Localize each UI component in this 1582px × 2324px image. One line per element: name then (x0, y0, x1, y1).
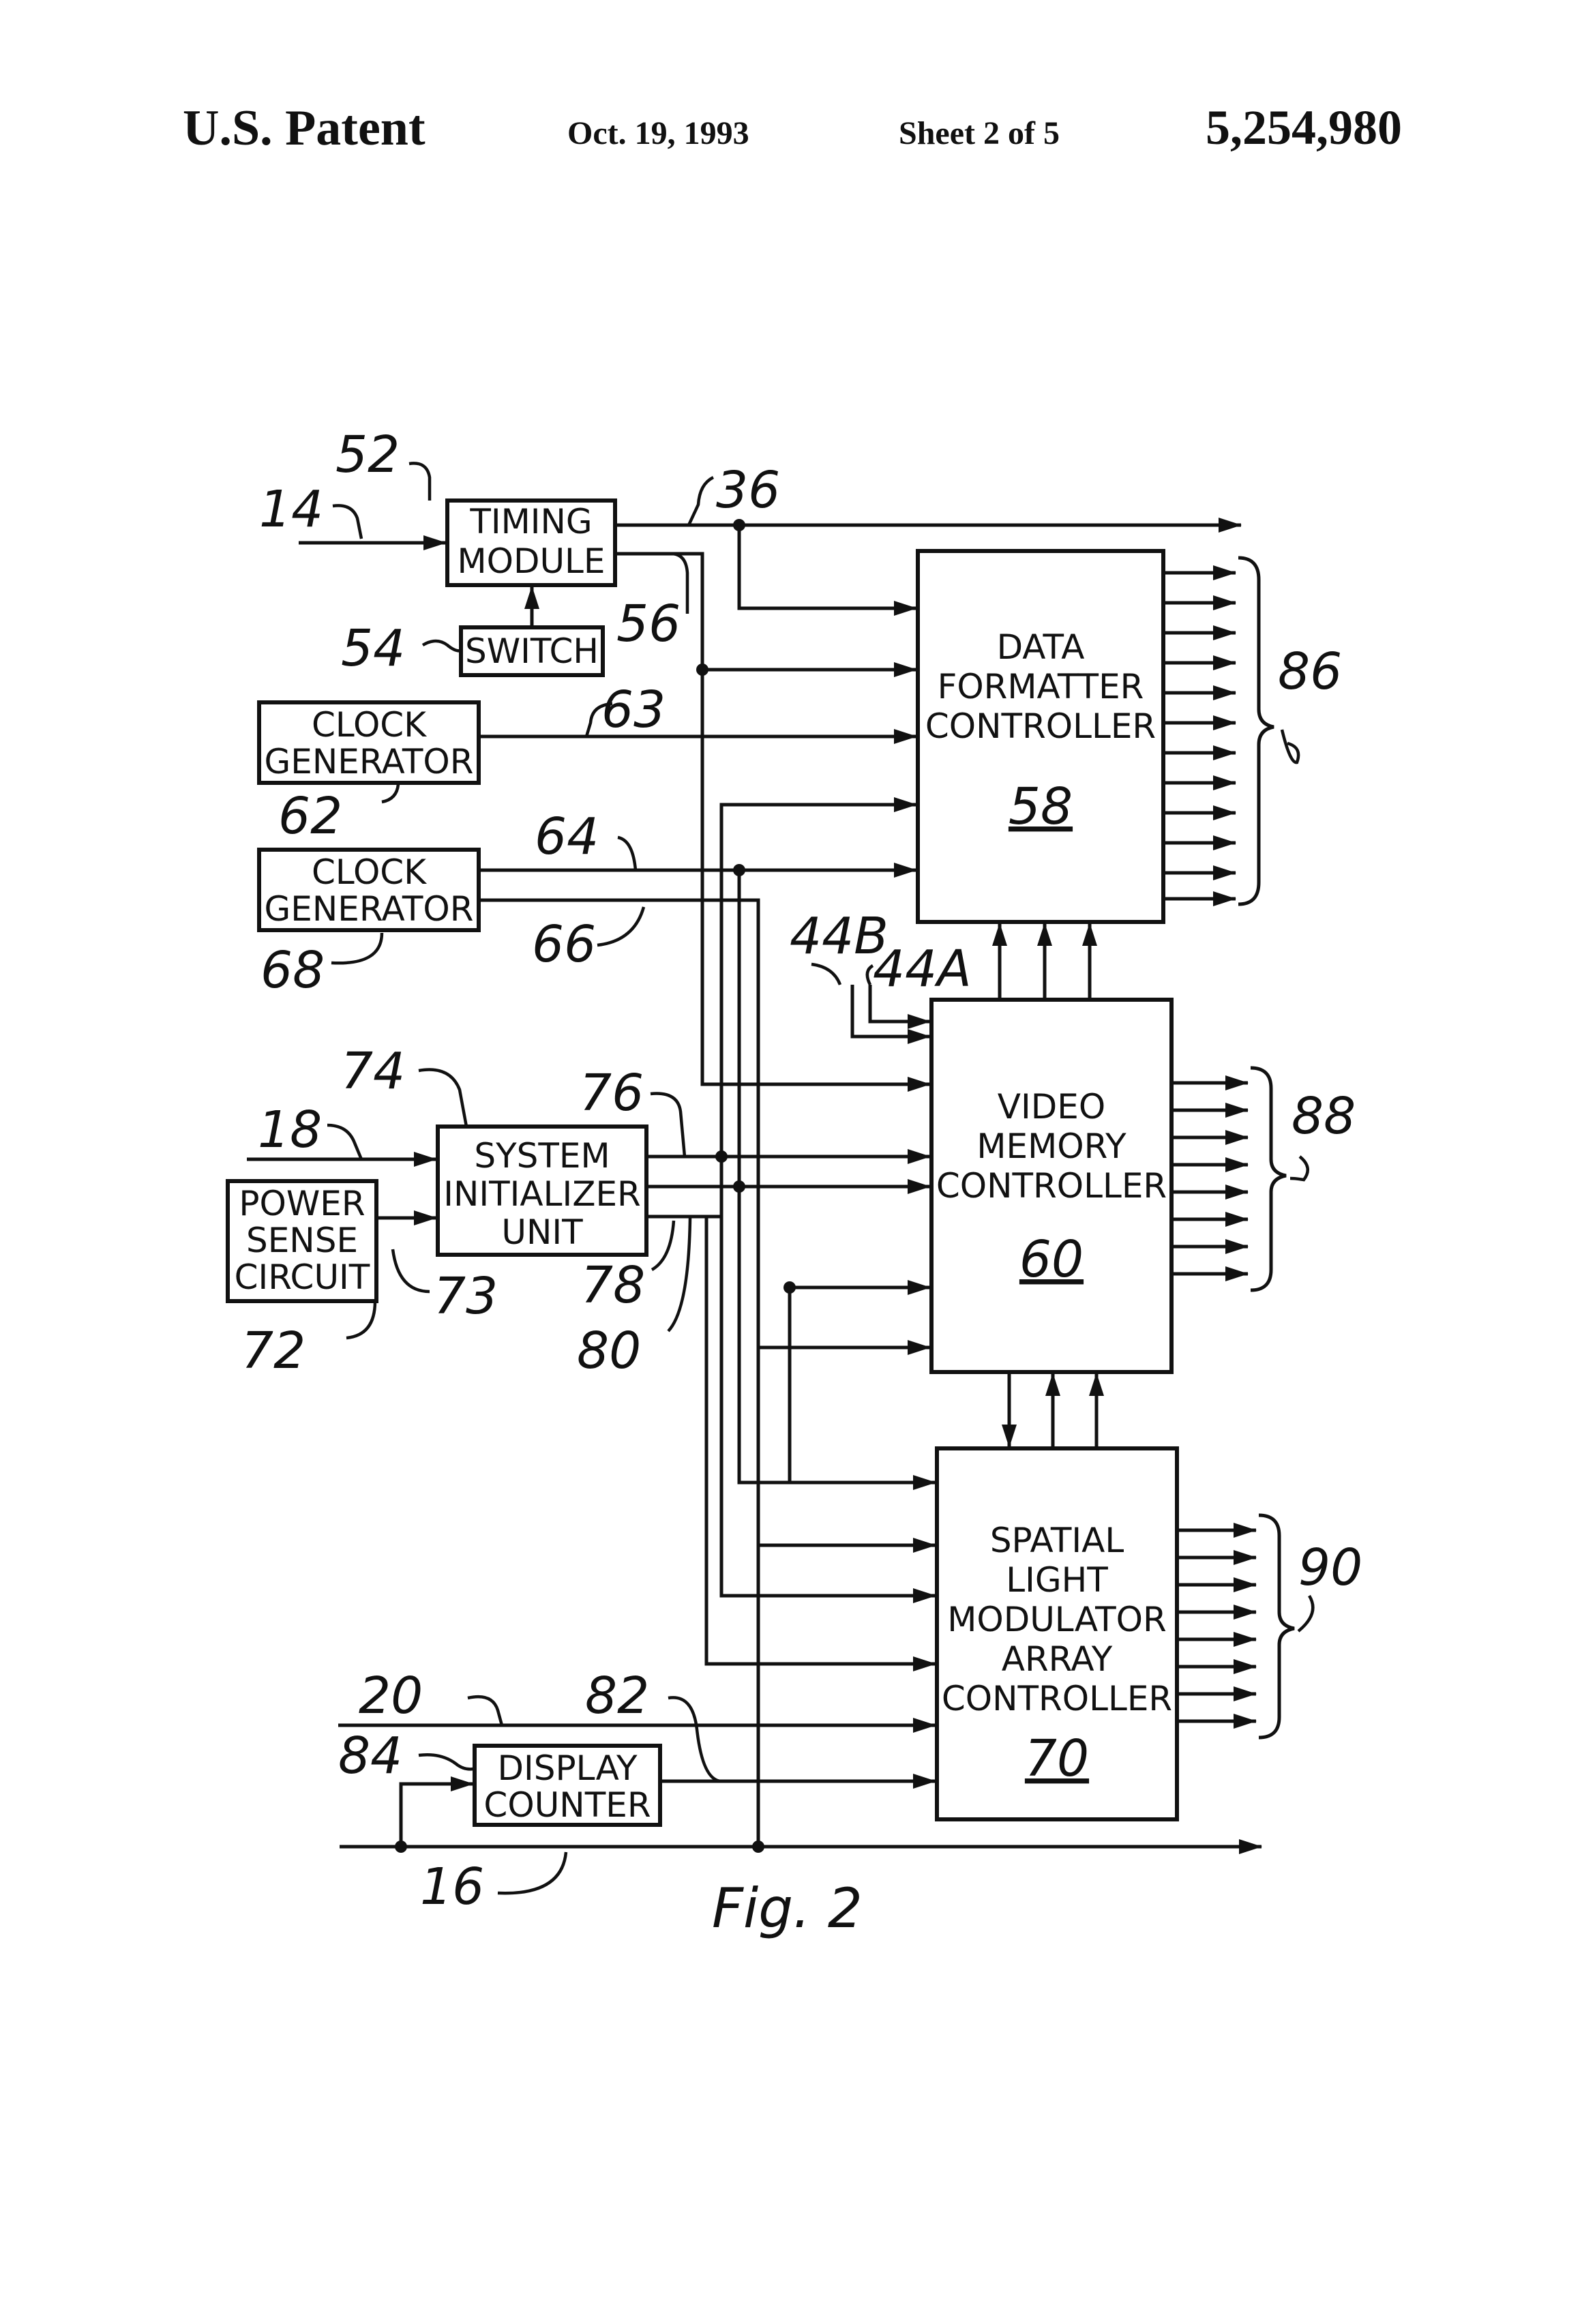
display-counter-label-2: COUNTER (483, 1785, 651, 1825)
ref-72: 72 (241, 1322, 305, 1380)
clock-generator-62-label-2: GENERATOR (264, 742, 473, 781)
data-formatter-label-2: FORMATTER (938, 667, 1144, 706)
video-memory-label-1: VIDEO (998, 1087, 1105, 1127)
ref-44a: 44A (873, 940, 972, 998)
ref-70: 70 (1025, 1729, 1089, 1788)
ref-36: 36 (716, 461, 780, 520)
system-initializer-label-2: INITIALIZER (443, 1174, 641, 1214)
ref-52: 52 (335, 426, 400, 484)
timing-module-label-1: TIMING (469, 502, 592, 541)
ref-76: 76 (580, 1064, 644, 1122)
figure-caption: Fig. 2 (712, 1877, 863, 1940)
video-memory-label-3: CONTROLLER (936, 1166, 1167, 1206)
clock-generator-68-block: CLOCK GENERATOR (259, 850, 479, 930)
ref-63: 63 (601, 681, 666, 739)
video-memory-label-2: MEMORY (976, 1127, 1126, 1166)
data-formatter-controller-block: DATA FORMATTER CONTROLLER (918, 551, 1163, 922)
system-initializer-label-1: SYSTEM (474, 1136, 610, 1176)
display-counter-block: DISPLAY COUNTER (475, 1746, 660, 1825)
timing-module-label-2: MODULE (457, 541, 605, 581)
clock-generator-62-block: CLOCK GENERATOR (259, 702, 479, 783)
switch-block: SWITCH (461, 627, 603, 675)
ref-86: 86 (1278, 642, 1342, 701)
ref-62: 62 (278, 787, 342, 846)
ref-80: 80 (577, 1322, 641, 1380)
ref-18: 18 (258, 1101, 322, 1159)
ref-74: 74 (341, 1042, 405, 1101)
ref-88: 88 (1292, 1087, 1356, 1146)
output-arrows-86 (1163, 558, 1274, 904)
display-counter-label-1: DISPLAY (497, 1748, 637, 1788)
power-sense-label-1: POWER (239, 1184, 365, 1223)
slm-label-2: LIGHT (1006, 1560, 1108, 1600)
output-arrows-88 (1171, 1068, 1286, 1290)
data-formatter-label-3: CONTROLLER (925, 706, 1156, 746)
ref-58: 58 (1009, 777, 1073, 836)
ref-78: 78 (581, 1256, 645, 1315)
power-sense-circuit-block: POWER SENSE CIRCUIT (228, 1181, 376, 1301)
ref-66: 66 (532, 915, 596, 974)
power-sense-label-2: SENSE (246, 1221, 358, 1260)
ref-84: 84 (338, 1727, 402, 1785)
system-initializer-label-3: UNIT (501, 1212, 583, 1252)
ref-68: 68 (260, 941, 325, 1000)
clock-generator-68-label-2: GENERATOR (264, 889, 473, 929)
ref-90: 90 (1298, 1538, 1362, 1597)
output-arrows-90 (1177, 1515, 1294, 1738)
switch-label: SWITCH (465, 631, 599, 671)
power-sense-label-3: CIRCUIT (235, 1257, 370, 1297)
clock-generator-68-label-1: CLOCK (312, 852, 427, 892)
slm-label-4: ARRAY (1002, 1639, 1113, 1679)
system-initializer-block: SYSTEM INITIALIZER UNIT (438, 1127, 646, 1255)
slm-label-1: SPATIAL (990, 1521, 1124, 1560)
slm-label-3: MODULATOR (947, 1600, 1167, 1639)
ref-20: 20 (359, 1667, 423, 1725)
clock-generator-62-label-1: CLOCK (312, 705, 427, 745)
ref-60: 60 (1019, 1230, 1084, 1289)
timing-module-block: TIMING MODULE (447, 501, 615, 585)
ref-16: 16 (420, 1858, 484, 1916)
ref-56: 56 (616, 595, 681, 653)
ref-14: 14 (259, 480, 323, 539)
ref-54: 54 (341, 619, 405, 678)
ref-82: 82 (585, 1667, 649, 1725)
ref-64: 64 (535, 807, 599, 866)
data-formatter-label-1: DATA (997, 627, 1085, 667)
ref-73: 73 (434, 1267, 498, 1326)
video-memory-controller-block: VIDEO MEMORY CONTROLLER (931, 1000, 1171, 1372)
slm-label-5: CONTROLLER (942, 1679, 1172, 1718)
